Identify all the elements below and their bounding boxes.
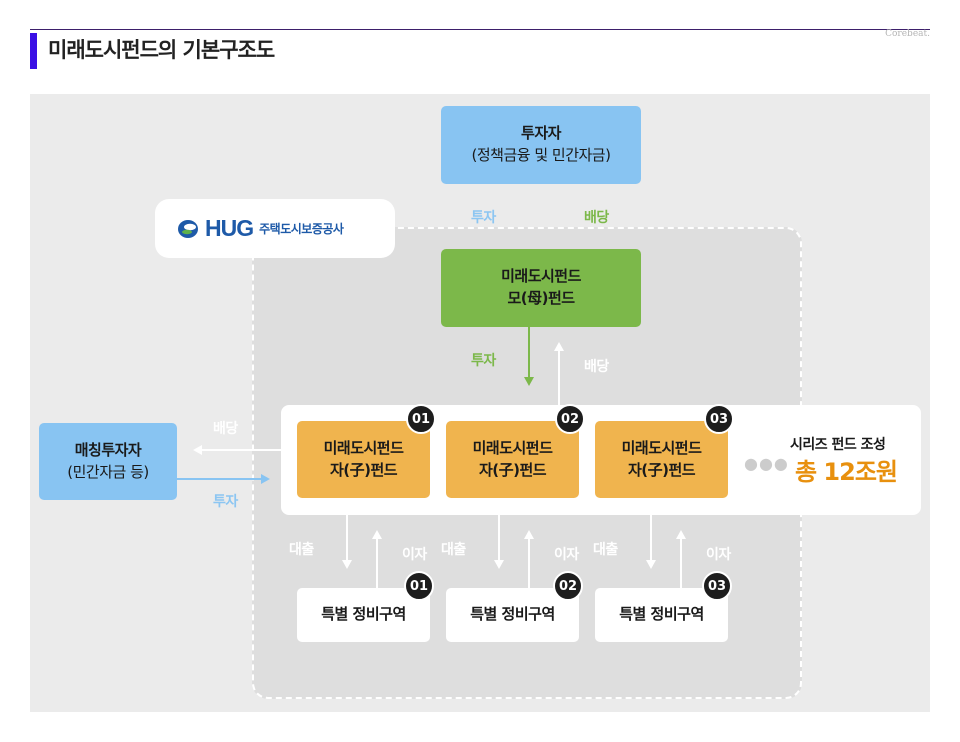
matching-investor-box: 매칭투자자 (민간자금 등) [39, 423, 177, 500]
zone-box: 특별 정비구역 [297, 588, 430, 642]
investor-name: 투자자 [521, 124, 561, 143]
zone-box: 특별 정비구역 [595, 588, 728, 642]
child-fund-line1: 미래도시펀드 [472, 438, 553, 457]
zone-label: 특별 정비구역 [619, 605, 704, 624]
child-fund-line2: 자(子)펀드 [478, 460, 547, 479]
child-fund-badge: 02 [555, 404, 585, 434]
dividend-arrow-left-head [193, 445, 202, 455]
loan-arrow-head [342, 560, 352, 569]
title-accent-bar [30, 33, 37, 69]
top-invest-label: 투자 [471, 210, 496, 226]
mid-dividend-label: 배당 [584, 359, 609, 375]
child-fund-box: 미래도시펀드 자(子)펀드 [297, 421, 430, 498]
child-fund-line1: 미래도시펀드 [323, 438, 404, 457]
interest-arrow-head [676, 530, 686, 539]
child-fund-line2: 자(子)펀드 [627, 460, 696, 479]
hug-logo-text: HUG [205, 215, 254, 241]
zone-badge: 03 [702, 571, 732, 601]
interest-label: 이자 [706, 547, 731, 563]
child-fund-badge: 03 [704, 404, 734, 434]
page-title: 미래도시펀드의 기본구조도 [48, 38, 275, 62]
mother-fund-line1: 미래도시펀드 [501, 267, 581, 286]
interest-label: 이자 [554, 547, 579, 563]
matching-investor-detail: (민간자금 등) [67, 462, 149, 481]
series-caption: 시리즈 펀드 조성 [790, 437, 886, 453]
credit-label: Corebeat. [885, 29, 930, 39]
loan-label: 대출 [441, 542, 466, 558]
more-funds-ellipsis: ●●● [744, 454, 789, 473]
invest-arrow-down-head [524, 377, 534, 386]
zone-label: 특별 정비구역 [321, 605, 406, 624]
loan-arrow-head [494, 560, 504, 569]
loan-label: 대출 [289, 542, 314, 558]
mother-fund-line2: 모(母)펀드 [507, 289, 575, 307]
child-fund-box: 미래도시펀드 자(子)펀드 [446, 421, 579, 498]
investor-box: 투자자 (정책금융 및 민간자금) [441, 106, 641, 184]
child-fund-line2: 자(子)펀드 [329, 460, 398, 479]
matching-investor-name: 매칭투자자 [74, 440, 142, 459]
child-fund-box: 미래도시펀드 자(子)펀드 [595, 421, 728, 498]
top-dividend-label: 배당 [584, 210, 609, 226]
loan-label: 대출 [593, 542, 618, 558]
interest-label: 이자 [402, 547, 427, 563]
mother-fund-box: 미래도시펀드 모(母)펀드 [441, 249, 641, 327]
invest-arrow-right-head [261, 474, 270, 484]
side-invest-label: 투자 [213, 494, 238, 510]
hug-card: HUG 주택도시보증공사 [155, 199, 395, 258]
zone-label: 특별 정비구역 [470, 605, 555, 624]
child-fund-line1: 미래도시펀드 [621, 438, 702, 457]
loan-arrow-head [646, 560, 656, 569]
interest-arrow-head [524, 530, 534, 539]
zone-badge: 01 [404, 571, 434, 601]
child-fund-badge: 01 [406, 404, 436, 434]
investor-detail: (정책금융 및 민간자금) [471, 146, 611, 164]
top-rule [30, 29, 930, 30]
side-dividend-label: 배당 [213, 421, 238, 437]
series-total: 총 12조원 [795, 458, 898, 486]
zone-badge: 02 [553, 571, 583, 601]
hug-name: 주택도시보증공사 [259, 222, 344, 236]
hug-logo-icon [178, 219, 198, 238]
interest-arrow-head [372, 530, 382, 539]
mid-invest-label: 투자 [471, 353, 496, 369]
dividend-arrow-up-head [554, 342, 564, 351]
